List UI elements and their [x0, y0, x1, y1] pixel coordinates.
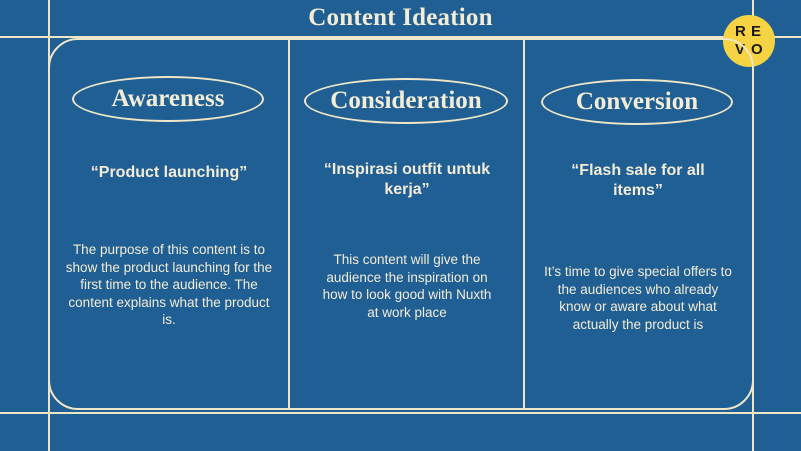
- column-conversion: Conversion “Flash sale for all items” It…: [525, 38, 752, 410]
- column-divider-1: [288, 38, 290, 410]
- body-consideration: This content will give the audience the …: [322, 252, 492, 320]
- logo-letter-e: E: [751, 23, 762, 40]
- content-frame: [48, 38, 754, 410]
- page-title: Content Ideation: [308, 4, 493, 31]
- grid-line-bottom: [0, 412, 801, 414]
- heading-conversion: Conversion: [541, 79, 733, 125]
- quote-consideration: “Inspirasi outfit untuk kerja”: [323, 161, 491, 198]
- logo-letter-r: R: [735, 23, 746, 40]
- column-awareness: Awareness “Product launching” The purpos…: [50, 38, 288, 410]
- body-conversion: It’s time to give special offers to the …: [544, 264, 732, 332]
- logo-letter-o: O: [751, 41, 763, 58]
- body-awareness: The purpose of this content is to show t…: [65, 242, 273, 327]
- quote-awareness: “Product launching”: [90, 164, 248, 181]
- column-divider-2: [523, 38, 525, 410]
- quote-conversion: “Flash sale for all items”: [571, 162, 705, 199]
- column-consideration: Consideration “Inspirasi outfit untuk ke…: [290, 38, 523, 410]
- grid-line-top: [0, 36, 801, 38]
- heading-consideration: Consideration: [304, 78, 508, 124]
- heading-awareness: Awareness: [72, 76, 264, 122]
